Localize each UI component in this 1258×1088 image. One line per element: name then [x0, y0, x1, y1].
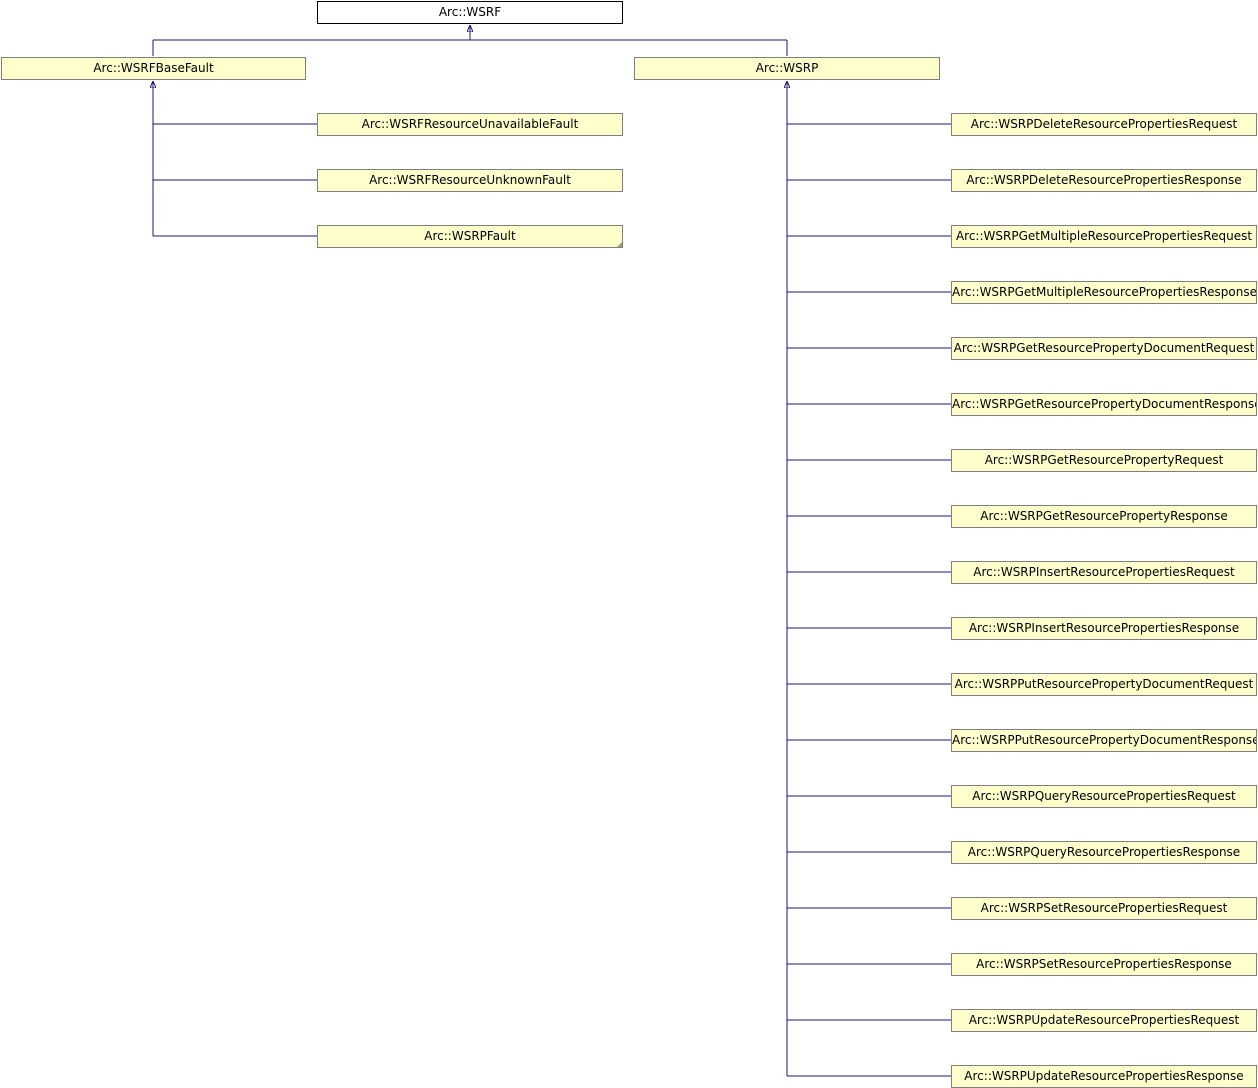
class-label: Arc::WSRPPutResourcePropertyDocumentResp… — [952, 733, 1257, 747]
class-node-wsrp-child[interactable]: Arc::WSRPGetMultipleResourcePropertiesRe… — [951, 281, 1257, 304]
class-node-wsrp-child[interactable]: Arc::WSRPGetResourcePropertyDocumentResp… — [951, 393, 1257, 416]
class-node-wsrp-child[interactable]: Arc::WSRPInsertResourcePropertiesRespons… — [951, 617, 1257, 640]
class-label: Arc::WSRFBaseFault — [93, 61, 214, 75]
class-label: Arc::WSRPSetResourcePropertiesResponse — [976, 957, 1232, 971]
class-label: Arc::WSRPUpdateResourcePropertiesRespons… — [964, 1069, 1244, 1083]
class-node-wsrp-child[interactable]: Arc::WSRPSetResourcePropertiesRequest — [951, 897, 1257, 920]
class-node-wsrp-child[interactable]: Arc::WSRPPutResourcePropertyDocumentResp… — [951, 729, 1257, 752]
class-node-wsrp-child[interactable]: Arc::WSRPUpdateResourcePropertiesRespons… — [951, 1065, 1257, 1088]
class-label: Arc::WSRPInsertResourcePropertiesRespons… — [968, 621, 1240, 635]
class-label: Arc::WSRPDeleteResourcePropertiesRespons… — [966, 173, 1242, 187]
class-node-wsrp-child[interactable]: Arc::WSRPQueryResourcePropertiesResponse — [951, 841, 1257, 864]
class-label: Arc::WSRFResourceUnavailableFault — [361, 117, 579, 131]
class-label: Arc::WSRPGetMultipleResourcePropertiesRe… — [955, 229, 1253, 243]
has-subclasses-fold-icon — [617, 242, 622, 247]
class-node-fault-child[interactable]: Arc::WSRFResourceUnknownFault — [317, 169, 623, 192]
class-node-wsrp-child[interactable]: Arc::WSRPDeleteResourcePropertiesRespons… — [951, 169, 1257, 192]
class-label: Arc::WSRP — [755, 61, 819, 75]
class-node-wsrp-child[interactable]: Arc::WSRPInsertResourcePropertiesRequest — [951, 561, 1257, 584]
class-node-wsrp[interactable]: Arc::WSRP — [634, 57, 940, 80]
class-label: Arc::WSRPQueryResourcePropertiesRequest — [972, 789, 1236, 803]
class-label: Arc::WSRPGetResourcePropertyRequest — [984, 453, 1224, 467]
class-node-wsrp-child[interactable]: Arc::WSRPGetMultipleResourcePropertiesRe… — [951, 225, 1257, 248]
class-node-wsrp-child[interactable]: Arc::WSRPDeleteResourcePropertiesRequest — [951, 113, 1257, 136]
class-node-wsrp-child[interactable]: Arc::WSRPGetResourcePropertyResponse — [951, 505, 1257, 528]
class-node-wsrp-child[interactable]: Arc::WSRPGetResourcePropertyDocumentRequ… — [951, 337, 1257, 360]
class-label: Arc::WSRF — [438, 5, 502, 19]
class-node-wsrp-child[interactable]: Arc::WSRPPutResourcePropertyDocumentRequ… — [951, 673, 1257, 696]
class-label: Arc::WSRPSetResourcePropertiesRequest — [980, 901, 1228, 915]
class-node-fault-child[interactable]: Arc::WSRPFault — [317, 225, 623, 248]
class-label: Arc::WSRPUpdateResourcePropertiesRequest — [968, 1013, 1240, 1027]
class-label: Arc::WSRPGetResourcePropertyResponse — [980, 509, 1228, 523]
class-label: Arc::WSRPQueryResourcePropertiesResponse — [967, 845, 1241, 859]
class-node-fault-child[interactable]: Arc::WSRFResourceUnavailableFault — [317, 113, 623, 136]
class-node-wsrp-child[interactable]: Arc::WSRPQueryResourcePropertiesRequest — [951, 785, 1257, 808]
class-label: Arc::WSRPDeleteResourcePropertiesRequest — [970, 117, 1238, 131]
class-label: Arc::WSRPGetMultipleResourcePropertiesRe… — [952, 285, 1257, 299]
class-label: Arc::WSRPGetResourcePropertyDocumentResp… — [952, 397, 1257, 411]
class-node-wsrp-child[interactable]: Arc::WSRPUpdateResourcePropertiesRequest — [951, 1009, 1257, 1032]
class-node-wsrp-child[interactable]: Arc::WSRPGetResourcePropertyRequest — [951, 449, 1257, 472]
class-node-wsrp-child[interactable]: Arc::WSRPSetResourcePropertiesResponse — [951, 953, 1257, 976]
class-label: Arc::WSRPInsertResourcePropertiesRequest — [973, 565, 1235, 579]
class-label: Arc::WSRFResourceUnknownFault — [369, 173, 571, 187]
class-label: Arc::WSRPGetResourcePropertyDocumentRequ… — [953, 341, 1255, 355]
class-label: Arc::WSRPFault — [424, 229, 516, 243]
class-label: Arc::WSRPPutResourcePropertyDocumentRequ… — [954, 677, 1254, 691]
class-node-root: Arc::WSRF — [317, 1, 623, 24]
class-node-wsrf-base-fault[interactable]: Arc::WSRFBaseFault — [1, 57, 306, 80]
